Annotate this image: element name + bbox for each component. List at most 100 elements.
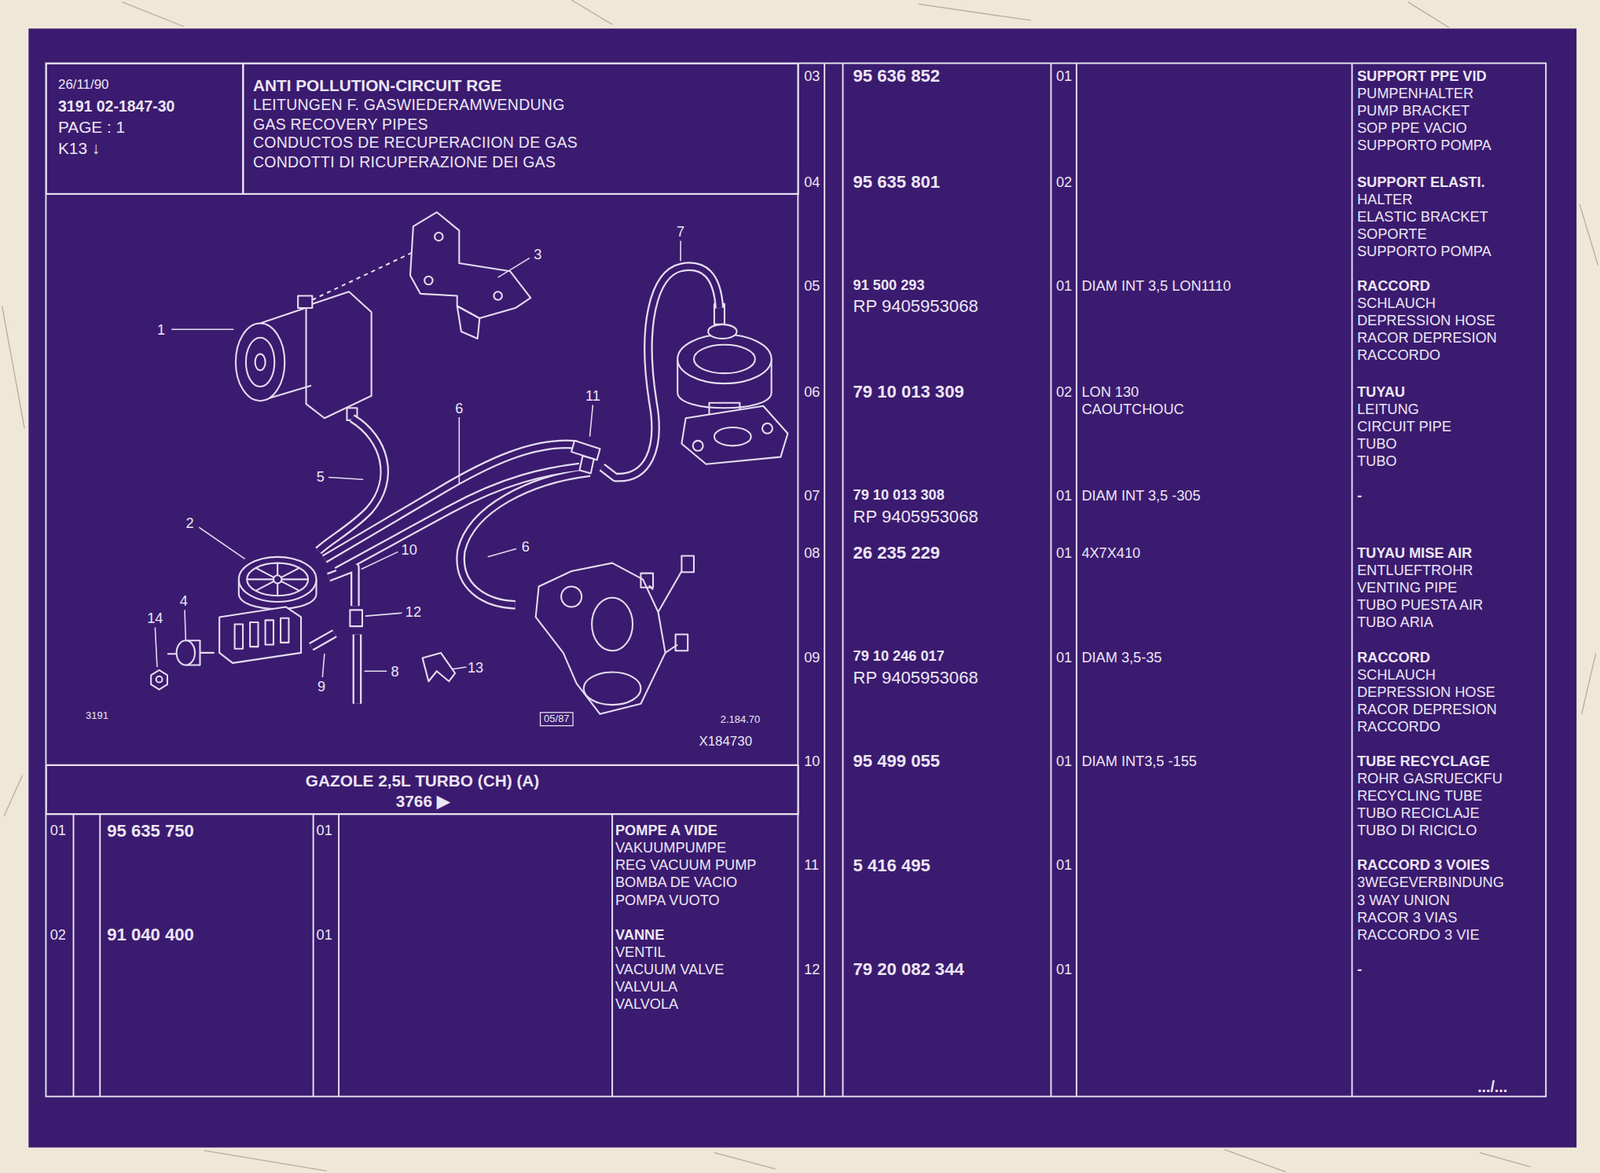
solenoid-block bbox=[249, 622, 258, 647]
leader-line bbox=[154, 627, 158, 668]
callout-number: 6 bbox=[455, 400, 463, 415]
part-name-translation: RACOR DEPRESION bbox=[1357, 330, 1498, 345]
item-number: 03 bbox=[803, 68, 820, 83]
leader-line bbox=[198, 527, 245, 559]
union-piece bbox=[349, 609, 363, 627]
hose bbox=[352, 634, 363, 705]
leader-line bbox=[322, 653, 325, 678]
item-number: 04 bbox=[803, 174, 820, 189]
box-text: GAZOLE 2,5L TURBO (CH) (A) bbox=[55, 770, 790, 792]
box-text: 3191 02-1847-30 bbox=[58, 95, 232, 117]
hose bbox=[328, 567, 356, 606]
part-name: POMPE A VIDE bbox=[615, 823, 718, 838]
leader-line bbox=[451, 667, 467, 670]
replacement-number: RP 9405953068 bbox=[853, 669, 979, 687]
remark: CAOUTCHOUC bbox=[1081, 402, 1184, 417]
leader-line bbox=[364, 670, 388, 672]
part-name-translation: TUBO RECICLAJE bbox=[1357, 806, 1480, 821]
solenoid-block bbox=[219, 606, 301, 663]
part-name-translation: LEITUNG bbox=[1357, 402, 1420, 417]
clip bbox=[422, 653, 456, 682]
part-name-translation: ELASTIC BRACKET bbox=[1357, 209, 1489, 224]
part-name-translation: HALTER bbox=[1357, 191, 1413, 206]
three-way-union bbox=[579, 455, 595, 474]
date-stamp: 05/87 bbox=[539, 711, 574, 727]
leader-line bbox=[154, 240, 681, 678]
quantity: 01 bbox=[1056, 961, 1072, 977]
item-number: 10 bbox=[803, 753, 820, 768]
leader-line bbox=[328, 477, 364, 481]
paper-scratches bbox=[122, 2, 184, 27]
hose bbox=[311, 633, 335, 647]
hose bbox=[324, 444, 577, 559]
leader-line bbox=[361, 551, 399, 569]
pump-bracket bbox=[493, 291, 502, 300]
egr-valve bbox=[708, 324, 737, 339]
egr-valve bbox=[677, 334, 771, 384]
box-text: K13 ↓ bbox=[58, 137, 232, 159]
intake-manifold bbox=[640, 573, 654, 588]
quantity: 01 bbox=[316, 823, 333, 838]
box-text: 3766 ▶ bbox=[55, 791, 790, 812]
replacement-number: RP 9405953068 bbox=[853, 508, 979, 526]
solenoid-block bbox=[219, 606, 301, 663]
part-name-translation: PUMPENHALTER bbox=[1357, 85, 1474, 100]
remark: DIAM INT 3,5 LON1110 bbox=[1081, 278, 1231, 293]
intake-manifold bbox=[535, 556, 694, 715]
egr-valve bbox=[714, 427, 752, 446]
callout-number: 10 bbox=[401, 543, 418, 558]
solenoid-block bbox=[280, 618, 289, 643]
part-number: 91 040 400 bbox=[106, 926, 194, 944]
part-name-translation: TUBO PUESTA AIR bbox=[1357, 598, 1483, 613]
part-name-translation: SOP PPE VACIO bbox=[1357, 120, 1468, 135]
vacuum-pump bbox=[297, 295, 312, 309]
paper-scratches bbox=[1224, 1149, 1286, 1173]
remark: DIAM INT 3,5 -305 bbox=[1081, 488, 1200, 503]
vacuum-pump bbox=[245, 337, 275, 387]
part-name: TUYAU bbox=[1357, 384, 1406, 399]
item-number: 01 bbox=[50, 823, 67, 838]
paper-scratches bbox=[1579, 204, 1598, 266]
quantity: 02 bbox=[1056, 174, 1072, 189]
box-text: 26/11/90 bbox=[58, 73, 232, 95]
pump-bracket bbox=[434, 232, 443, 241]
paper-scratches bbox=[1479, 1152, 1531, 1167]
vacuum-valve bbox=[246, 563, 309, 597]
callout-number: 13 bbox=[467, 660, 484, 675]
part-name-translation: 3 WAY UNION bbox=[1357, 892, 1450, 907]
part-number: 79 10 013 308 bbox=[853, 488, 945, 503]
egr-valve bbox=[762, 423, 773, 434]
part-name-translation: VALVULA bbox=[615, 979, 678, 994]
part-name: - bbox=[1357, 961, 1362, 977]
part-name-translation: VACUUM VALVE bbox=[615, 961, 724, 977]
intake-manifold bbox=[535, 563, 666, 715]
vacuum-valve bbox=[238, 557, 317, 602]
callout-number: 1 bbox=[157, 322, 166, 337]
leader-line bbox=[498, 257, 530, 278]
box-text: LEITUNGEN F. GASWIEDERAMWENDUNG bbox=[253, 95, 789, 115]
paper-scratches bbox=[3, 775, 23, 817]
hose bbox=[311, 633, 335, 647]
part-number: 79 10 246 017 bbox=[853, 649, 945, 664]
leader-line bbox=[679, 240, 682, 261]
item-number: 11 bbox=[803, 858, 819, 873]
intake-manifold bbox=[583, 672, 642, 706]
part-name: RACCORD bbox=[1357, 649, 1431, 665]
solenoid-block bbox=[265, 620, 274, 645]
table-frame bbox=[45, 62, 1546, 1097]
hose bbox=[354, 634, 360, 705]
hose bbox=[601, 266, 720, 478]
part-name-translation: VAKUUMPUMPE bbox=[615, 840, 727, 856]
part-name-translation: DEPRESSION HOSE bbox=[1357, 313, 1496, 328]
box-text: CONDUCTOS DE RECUPERACIION DE GAS bbox=[253, 133, 789, 153]
pump-bracket bbox=[424, 276, 433, 285]
continued-mark: .../... bbox=[1477, 1079, 1508, 1095]
intake-manifold bbox=[675, 634, 689, 652]
item-number: 05 bbox=[803, 278, 820, 293]
part-name-translation: VENTING PIPE bbox=[1357, 580, 1457, 595]
quantity: 01 bbox=[1056, 753, 1072, 768]
part-name-translation: VENTIL bbox=[615, 944, 666, 959]
pump-bracket bbox=[410, 212, 531, 339]
part-name-translation: 3WEGEVERBINDUNG bbox=[1357, 875, 1505, 890]
